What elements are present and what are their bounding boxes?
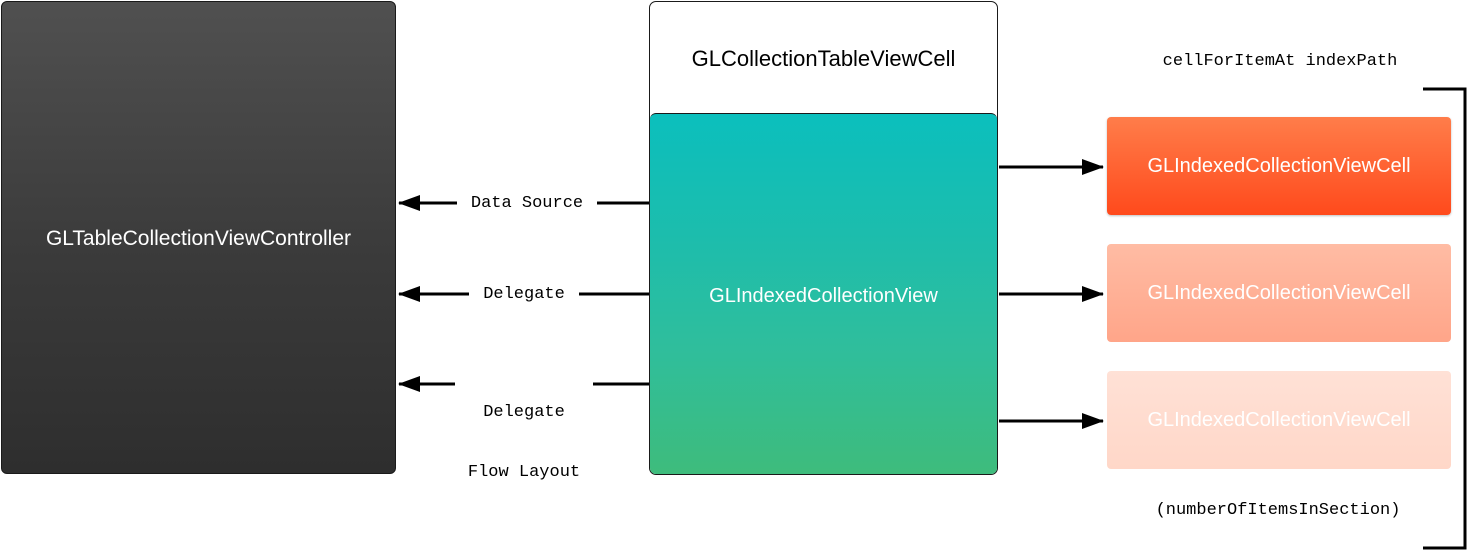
delegate-flow-line2: Flow Layout (467, 463, 581, 482)
delegate-flow-layout-label: Delegate Flow Layout (455, 364, 593, 482)
cell-label-1: GLIndexedCollectionViewCell (1147, 154, 1411, 177)
indexed-collection-view-cell-2: GLIndexedCollectionViewCell (1107, 244, 1451, 342)
controller-label: GLTableCollectionViewController (45, 226, 352, 250)
number-of-items-label: (numberOfItemsInSection) (1128, 500, 1428, 522)
cell-label-3: GLIndexedCollectionViewCell (1147, 408, 1411, 431)
delegate-flow-line1: Delegate (483, 403, 565, 422)
indexed-collection-view: GLIndexedCollectionView (650, 113, 997, 474)
indexed-collection-view-cell-1: GLIndexedCollectionViewCell (1107, 117, 1451, 215)
table-collection-view-controller: GLTableCollectionViewController (1, 1, 396, 474)
data-source-label: Data Source (457, 193, 597, 215)
cell-title: GLCollectionTableViewCell (691, 46, 956, 71)
cell-label-2: GLIndexedCollectionViewCell (1147, 281, 1411, 304)
indexed-collection-view-cell-3: GLIndexedCollectionViewCell (1107, 371, 1451, 469)
collection-table-view-cell: GLCollectionTableViewCell GLIndexedColle… (649, 1, 998, 475)
collection-view-label: GLIndexedCollectionView (709, 284, 938, 307)
delegate-label: Delegate (469, 284, 579, 306)
cell-for-item-label: cellForItemAt indexPath (1130, 51, 1430, 73)
items-bracket (1423, 87, 1467, 550)
